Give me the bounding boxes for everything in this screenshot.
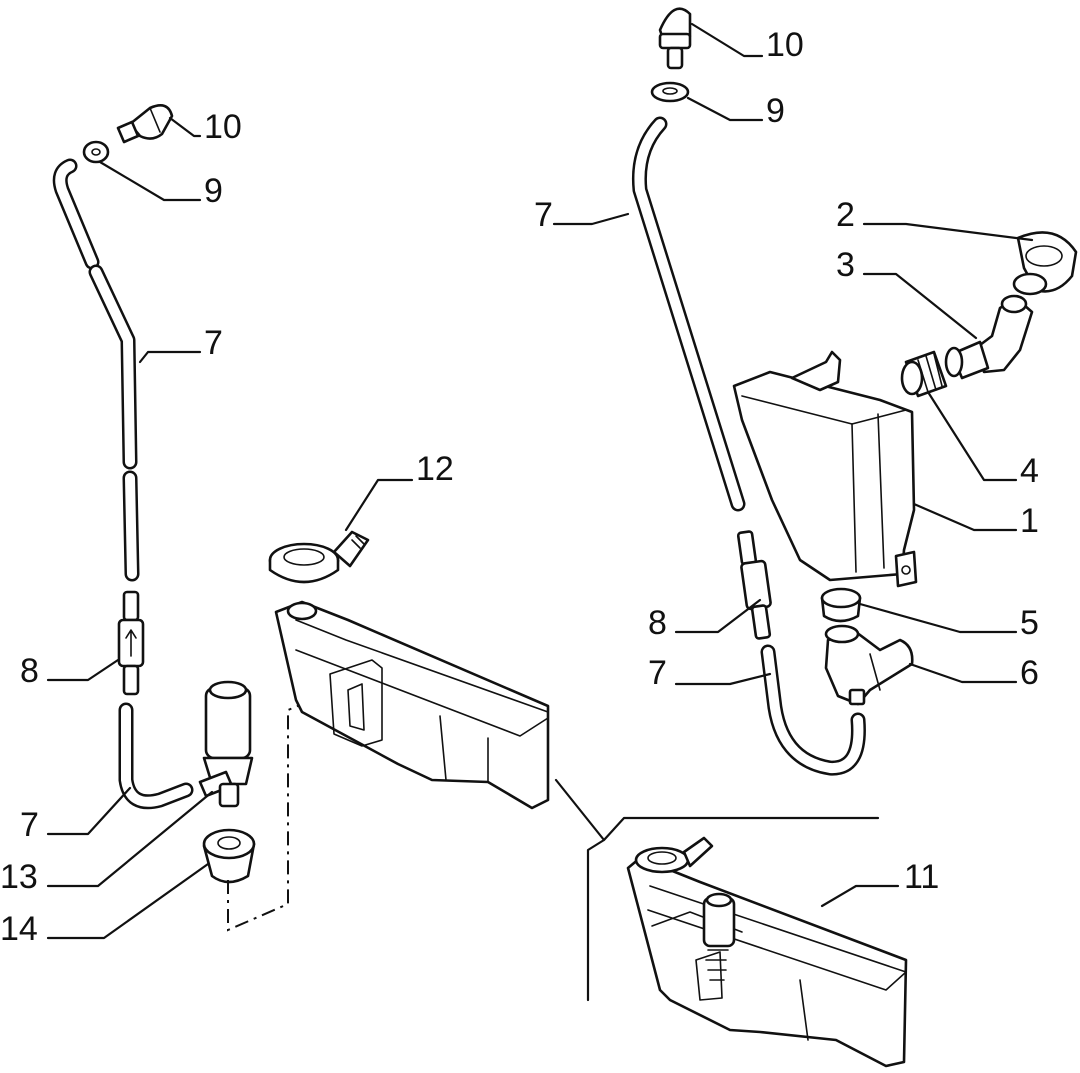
callout-6: 6 (1020, 654, 1039, 692)
callout-2: 2 (836, 196, 855, 234)
check-valve-left (117, 590, 145, 696)
filler-cap (268, 530, 370, 584)
reservoir-tank-inset (626, 836, 908, 1068)
callout-9-right: 9 (766, 92, 785, 130)
pump (198, 680, 254, 808)
grommet (202, 828, 256, 884)
callout-5: 5 (1020, 604, 1039, 642)
elbow-fitting (824, 624, 914, 706)
reservoir-tank (274, 600, 550, 810)
left-nozzle-hose-assembly (52, 104, 357, 932)
callout-labels: 10 9 7 8 7 13 14 12 10 9 7 2 3 4 1 8 5 7… (0, 26, 1039, 948)
check-valve-right (736, 530, 772, 640)
hose-upper-right (631, 116, 746, 512)
washer-right (650, 81, 690, 103)
callout-1: 1 (1020, 502, 1039, 540)
callout-12: 12 (416, 450, 454, 488)
callout-8-right: 8 (648, 604, 667, 642)
callout-13: 13 (0, 858, 38, 896)
callout-7-left-top: 7 (204, 324, 223, 362)
inset-bracket (554, 778, 880, 1002)
leader-lines (46, 22, 1034, 940)
hose-lower-right (760, 644, 866, 776)
callout-7-right-bottom: 7 (648, 654, 667, 692)
callout-7-right-top: 7 (534, 196, 553, 234)
callout-3: 3 (836, 246, 855, 284)
callout-11: 11 (904, 858, 939, 896)
callout-14: 14 (0, 910, 38, 948)
grommet-right (820, 587, 862, 623)
callout-7-left-bottom: 7 (20, 806, 39, 844)
bellows (900, 350, 948, 398)
nozzle-left (116, 104, 174, 144)
callout-10-left: 10 (204, 108, 242, 146)
seal-ring (1012, 272, 1048, 296)
filler-neck (944, 294, 1034, 380)
callout-9-left: 9 (204, 172, 223, 210)
right-nozzle-hose-assembly (631, 7, 914, 776)
hose-lower-left (118, 702, 194, 810)
callout-4: 4 (1020, 452, 1039, 490)
nozzle-right (658, 7, 692, 70)
hose-upper-left (52, 158, 140, 582)
washer-left (82, 140, 110, 164)
upper-reservoir (732, 350, 918, 588)
callout-8-left: 8 (20, 652, 39, 690)
callout-10-right: 10 (766, 26, 804, 64)
